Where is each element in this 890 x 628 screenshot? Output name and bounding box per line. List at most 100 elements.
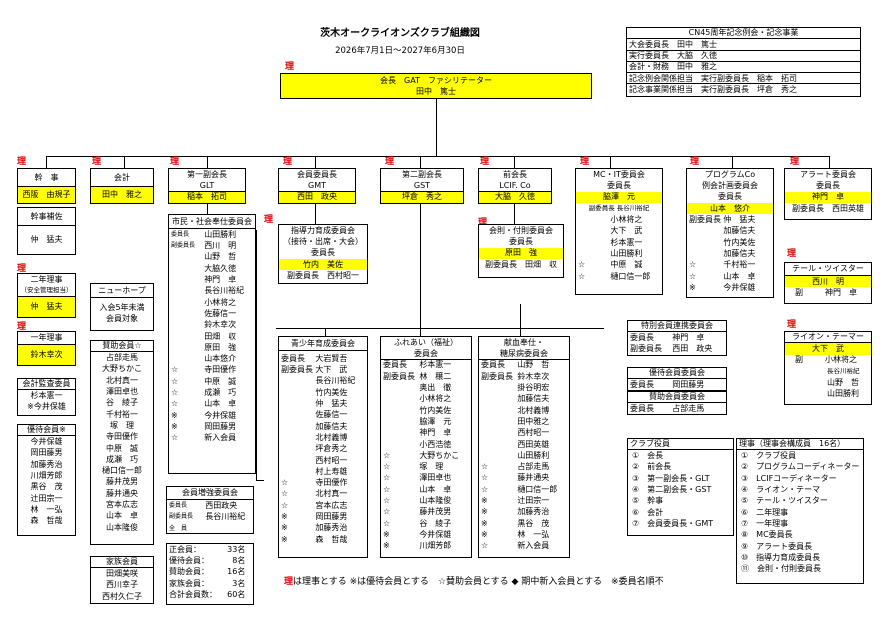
- sanjo-row: 山本 卓: [106, 511, 138, 521]
- count-row-cell: 33: [227, 544, 238, 554]
- shimin-row-cell: ☆: [171, 399, 179, 409]
- seishonen-row: ※森 哲哉: [279, 534, 367, 545]
- program-row-cell: 千村裕一: [723, 260, 756, 270]
- fureai-row-cell: ☆: [383, 496, 391, 505]
- fureai-row: ※今井保雄: [381, 529, 471, 540]
- kenketsu-row-cell: 樋口信一郎: [517, 484, 558, 494]
- shido-fuku: 副委員長 西村昭一: [287, 271, 359, 281]
- program-title: プログラムCo: [704, 169, 756, 179]
- seishonen-row: ※岡田藤男: [279, 511, 367, 522]
- riji-mark: 理: [690, 157, 700, 167]
- zokyo-row-cell: 西田政央: [205, 500, 238, 510]
- cn45-box: CN45周年記念例会・記念事業 大会委員長 田中 篤士 実行委員長 大脇 久徳 …: [626, 27, 861, 97]
- tamer-fuku-label: 副: [795, 288, 803, 298]
- lion-row: 長谷川裕紀: [827, 366, 860, 375]
- kazoku-title: 家族会員: [91, 557, 153, 569]
- program-row: ☆ 千村裕一: [687, 259, 773, 270]
- gst-title: 第二副会長: [402, 169, 442, 179]
- gmt-box: 会員委員長 GMT 西田 政央: [278, 168, 356, 204]
- kenketsu-sub: 糖尿病委員会: [479, 348, 569, 360]
- fureai-box: ふれあい（福祉） 委員会 委員長杉本憲一副委員長林 穣二奥出 徹小林将之竹内美佐…: [380, 336, 472, 558]
- shimin-row-cell: 副委員長: [171, 242, 196, 250]
- seishonen-row-cell: ※: [281, 512, 288, 521]
- fureai-row-cell: 杉本憲一: [419, 360, 452, 370]
- mc-title: MC・IT委員会: [593, 169, 645, 179]
- shimin-row: 原田 強: [169, 342, 255, 353]
- seishonen-row-cell: 長谷川裕紀: [315, 376, 356, 386]
- gst-box: 第二副会長 GST 坪倉 秀之: [380, 168, 464, 204]
- yakuin-row: ⑤ 幹事: [632, 496, 664, 506]
- fureai-row: 委員長杉本憲一: [381, 360, 471, 371]
- shimin-row-cell: ☆: [171, 433, 179, 443]
- mc-label: 委員長: [607, 181, 631, 191]
- shido-box: 指導力育成委員会 （接待・出席・大会） 委員長 竹内 美佐 副委員長 西村昭一: [278, 224, 368, 284]
- fureai-sub: 委員会: [381, 348, 471, 360]
- kazoku-box: 家族会員 田畑美咲 西川幸子 西村久仁子: [90, 556, 154, 604]
- newhope-l2: 会員対象: [106, 314, 138, 324]
- cn45-row: 大会委員長 田中 篤士: [627, 39, 860, 51]
- seishonen-row: ☆宮本広志: [279, 500, 367, 511]
- seishonen-row-cell: 大岩賢吾: [315, 353, 348, 363]
- program-row: ※今井保雄: [687, 282, 773, 293]
- tokubetsu-row: 委員長神門 卓: [628, 332, 726, 343]
- fureai-row-cell: 脇澤 元: [419, 416, 452, 426]
- sanjo-row: 宮本広志: [106, 500, 138, 509]
- kanji-name: 西阪 由規子: [18, 187, 75, 203]
- riji-row: ⑧ MC委員長: [741, 530, 793, 540]
- program-row-cell: ※: [689, 282, 696, 292]
- fureai-row-cell: 藤井茂男: [419, 507, 452, 517]
- sanjo-row: 北村真一: [106, 375, 138, 385]
- program-row-cell: ☆: [689, 260, 697, 270]
- count-row-cell: 賛助会員：: [169, 567, 209, 577]
- kaihi-box: 会則・付則委員会 委員長 原田 強 副委員長 田畑 収: [478, 224, 564, 278]
- mc-row-cell: ☆: [578, 260, 586, 270]
- yakuin-row: ④ 第二副会長・GST: [632, 485, 712, 495]
- seishonen-row-cell: 副委員長: [281, 365, 313, 375]
- yutai-row: 林 一弘: [30, 504, 63, 514]
- shimin-row-cell: 原田 強: [204, 342, 237, 352]
- alert-fuku: 副委員長 西田英雄: [792, 203, 864, 213]
- seishonen-row: 加藤信夫: [279, 421, 367, 432]
- riji-row: ⑨ アラート委員長: [741, 541, 813, 551]
- program-sub: 例会計画委員会: [702, 181, 758, 191]
- kenketsu-row-cell: ※: [481, 518, 488, 528]
- ninen-name: 仲 猛夫: [18, 296, 75, 317]
- sanjo-box: 賛助会員☆ 占部走馬 大野ちかこ 北村真一 澤田卓也 谷 綾子 千村裕一 塚 理…: [90, 340, 154, 545]
- fureai-row-cell: 小西浩徳: [419, 439, 452, 449]
- fureai-row-cell: 奥出 徹: [419, 383, 452, 393]
- zokyo-row-cell: 長谷川裕紀: [205, 512, 246, 522]
- yutai-title: 優待会員※: [18, 425, 75, 437]
- lcif-title: 前会長: [503, 169, 527, 179]
- yutai-row: 岡田藤男: [30, 448, 63, 458]
- fureai-row: ☆谷 綾子: [381, 518, 471, 529]
- shimin-row-cell: 岡田藤男: [204, 421, 237, 431]
- program-row-cell: 加藤信夫: [723, 226, 756, 236]
- sanjo-row: 千村裕一: [106, 409, 138, 419]
- yutai-row: 森 哲哉: [30, 516, 63, 526]
- fureai-row-cell: ※: [383, 541, 390, 551]
- shimin-row-cell: ☆: [171, 365, 179, 375]
- mc-row-cell: 山田勝利: [610, 248, 643, 258]
- count-row-cell: 16: [227, 567, 238, 577]
- shimin-row: 山野 哲: [169, 252, 255, 263]
- sanjo-row: 樋口信一郎: [102, 466, 142, 476]
- mc-row-cell: 中原 誠: [610, 260, 643, 270]
- yutai-row: 加藤秀治: [30, 459, 63, 469]
- shimin-row: 山本悠介: [169, 353, 255, 364]
- alert-name: 神門 卓: [785, 191, 871, 203]
- kenketsu-row-cell: 副委員長: [481, 371, 513, 381]
- fureai-row-cell: 谷 綾子: [419, 518, 452, 528]
- alert-label: 委員長: [816, 181, 840, 191]
- count-row-cell: 名: [237, 556, 246, 566]
- kenketsu-row-cell: 林 一弘: [517, 529, 550, 539]
- fureai-row-cell: ※: [383, 529, 390, 539]
- lion-row: 山野 哲: [827, 378, 859, 388]
- shimin-row: ☆寺田優作: [169, 365, 255, 376]
- seishonen-row-cell: 委員長: [281, 353, 305, 363]
- seishonen-row-cell: 北村真一: [315, 489, 348, 499]
- kenketsu-row-cell: 新入会員: [517, 541, 550, 551]
- kenketsu-row-cell: 加藤秀治: [517, 507, 550, 517]
- fureai-row-cell: ☆: [383, 473, 391, 483]
